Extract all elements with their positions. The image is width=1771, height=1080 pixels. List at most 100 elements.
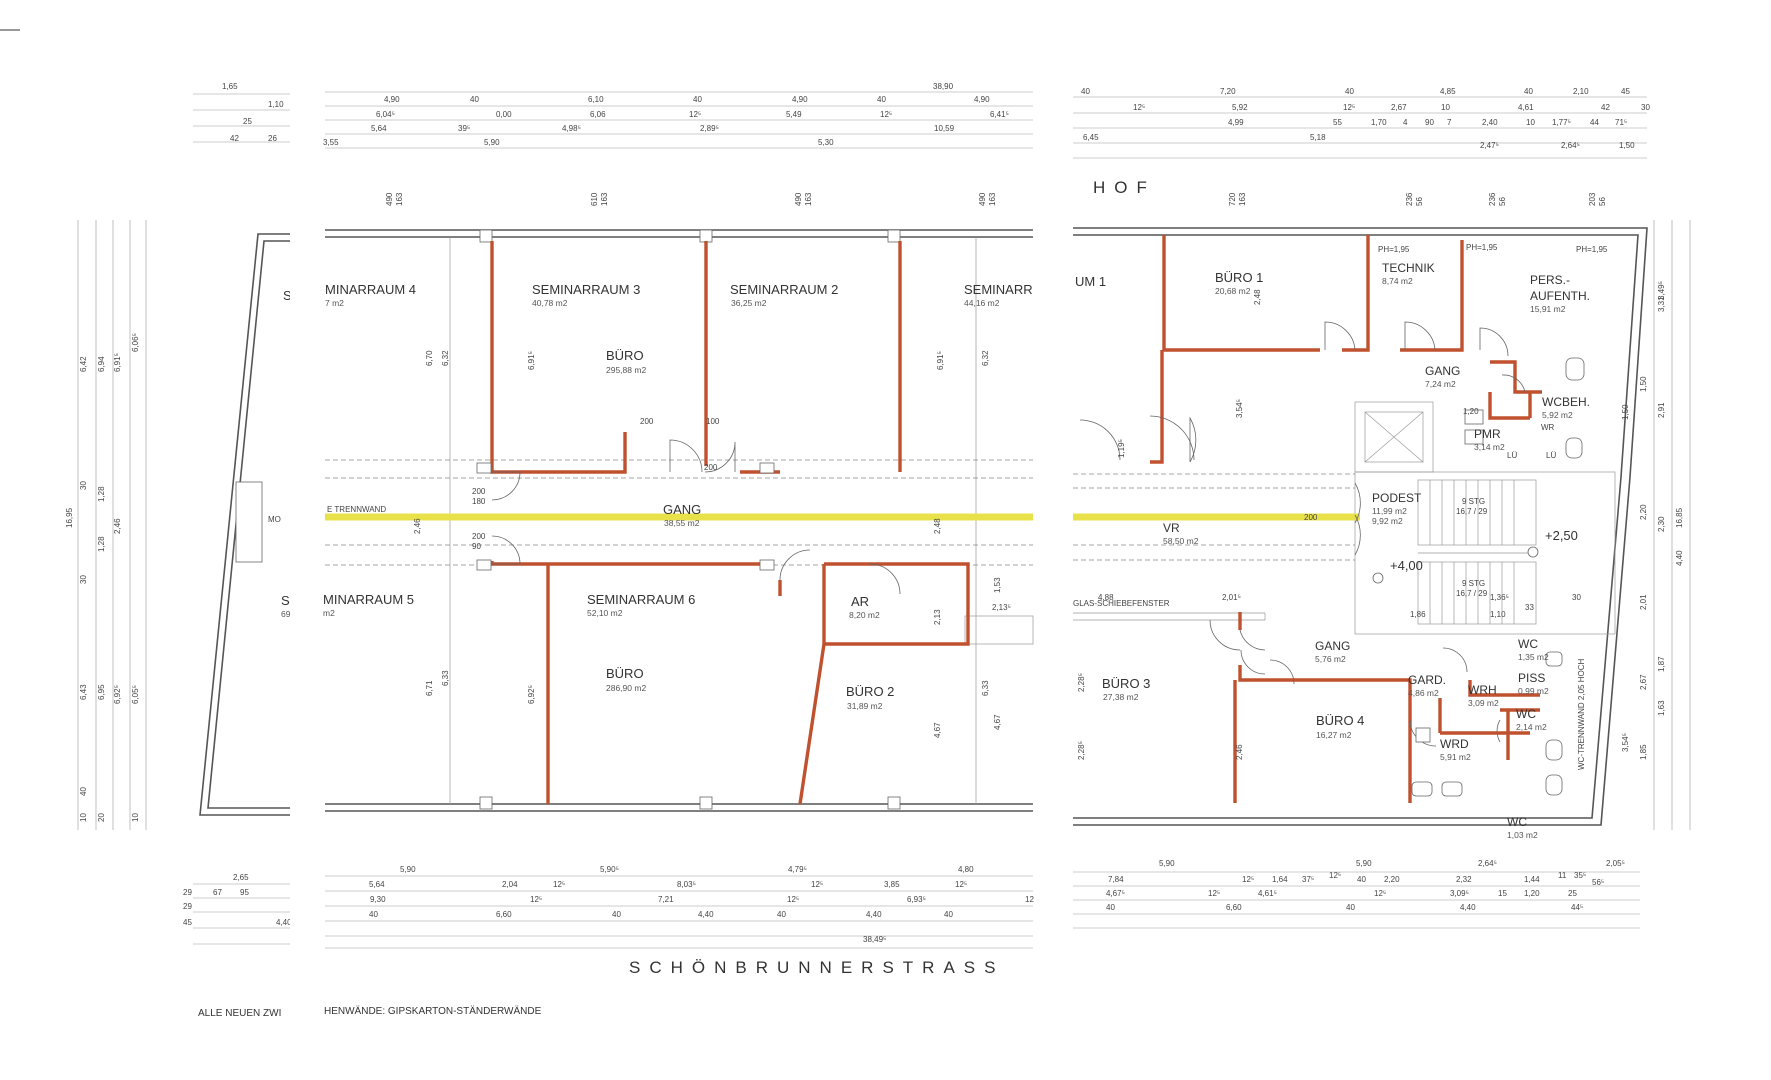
svg-text:4,79⁵: 4,79⁵ bbox=[788, 865, 807, 874]
svg-text:3,49⁵: 3,49⁵ bbox=[1657, 281, 1666, 300]
dims-bottom-left: 2,65 29 67 95 29 45 4,40 bbox=[183, 873, 292, 927]
room-area-wcbeh: 5,92 m2 bbox=[1542, 410, 1573, 420]
svg-text:4,98⁵: 4,98⁵ bbox=[562, 124, 581, 133]
svg-text:12⁵: 12⁵ bbox=[787, 895, 799, 904]
svg-text:2,46: 2,46 bbox=[113, 518, 122, 534]
rooms-middle: MINARRAUM 4 7 m2 SEMINARRAUM 3 40,78 m2 … bbox=[323, 282, 1033, 711]
rooms-right: UM 1 BÜRO 1 20,68 m2 TECHNIK 8,74 m2 PER… bbox=[1075, 261, 1590, 840]
svg-text:2,65: 2,65 bbox=[233, 873, 249, 882]
svg-text:45: 45 bbox=[1621, 87, 1630, 96]
svg-text:6,33: 6,33 bbox=[441, 670, 450, 686]
svg-text:42: 42 bbox=[230, 134, 239, 143]
svg-text:3,85: 3,85 bbox=[884, 880, 900, 889]
svg-text:12: 12 bbox=[1025, 895, 1034, 904]
svg-text:1,50: 1,50 bbox=[1639, 376, 1648, 392]
svg-text:12⁵: 12⁵ bbox=[1242, 875, 1254, 884]
svg-text:56: 56 bbox=[1415, 197, 1424, 206]
wall-opening-dims: 490 163 610 163 490 163 490 163 720 163 … bbox=[385, 192, 1607, 206]
room-area-seminarraum3: 40,78 m2 bbox=[532, 298, 568, 308]
svg-text:4,90: 4,90 bbox=[974, 95, 990, 104]
svg-text:6,43: 6,43 bbox=[79, 684, 88, 700]
courtyard-label: HOF bbox=[1093, 178, 1156, 197]
svg-text:1,20: 1,20 bbox=[1463, 407, 1479, 416]
room-area-wc1: 1,35 m2 bbox=[1518, 652, 1549, 662]
room-area-buero4: 16,27 m2 bbox=[1316, 730, 1352, 740]
svg-text:MO: MO bbox=[268, 515, 281, 524]
svg-text:2,48: 2,48 bbox=[1253, 289, 1262, 305]
new-walls-middle bbox=[490, 241, 970, 805]
svg-text:12⁵: 12⁵ bbox=[1208, 889, 1220, 898]
room-area-pmr: 3,14 m2 bbox=[1474, 442, 1505, 452]
svg-text:2,64⁵: 2,64⁵ bbox=[1561, 141, 1580, 150]
room-name-vr: VR bbox=[1163, 521, 1180, 535]
svg-text:6,60: 6,60 bbox=[496, 910, 512, 919]
svg-text:10: 10 bbox=[1441, 103, 1450, 112]
dims-left-vertical: 16,95 6,42 6,94 6,91⁵ 6,06⁵ 30 1,28 2,46… bbox=[65, 333, 140, 822]
room-area-buero1: 20,68 m2 bbox=[1215, 286, 1251, 296]
svg-text:163: 163 bbox=[1238, 192, 1247, 206]
svg-text:4,90: 4,90 bbox=[384, 95, 400, 104]
svg-text:40: 40 bbox=[944, 910, 953, 919]
svg-text:2,20: 2,20 bbox=[1384, 875, 1400, 884]
room-area-ar: 8,20 m2 bbox=[849, 610, 880, 620]
svg-text:2,05⁵: 2,05⁵ bbox=[1606, 859, 1625, 868]
room-name-buero-bottom: BÜRO bbox=[606, 666, 644, 681]
svg-text:10: 10 bbox=[79, 813, 88, 822]
room-name-gang-r2: GANG bbox=[1315, 639, 1350, 653]
room-name-technik: TECHNIK bbox=[1382, 261, 1435, 275]
svg-text:4,80: 4,80 bbox=[958, 865, 974, 874]
svg-text:6,32: 6,32 bbox=[981, 350, 990, 366]
svg-text:2,46: 2,46 bbox=[413, 518, 422, 534]
svg-text:490: 490 bbox=[385, 192, 394, 206]
svg-text:LÜ: LÜ bbox=[1546, 451, 1556, 460]
room-area-wrd: 5,91 m2 bbox=[1440, 752, 1471, 762]
svg-text:16,95: 16,95 bbox=[65, 507, 74, 528]
svg-text:163: 163 bbox=[988, 192, 997, 206]
room-area-gang-mid: 38,55 m2 bbox=[664, 518, 700, 528]
room-name-wrh: WRH bbox=[1468, 683, 1497, 697]
room-area-buero3: 27,38 m2 bbox=[1103, 692, 1139, 702]
svg-text:2,47⁵: 2,47⁵ bbox=[1480, 141, 1499, 150]
svg-text:3,31: 3,31 bbox=[1657, 296, 1666, 312]
room-name-podest: PODEST bbox=[1372, 491, 1422, 505]
svg-text:10: 10 bbox=[131, 813, 140, 822]
svg-text:12⁵: 12⁵ bbox=[689, 110, 701, 119]
svg-text:200: 200 bbox=[472, 487, 486, 496]
svg-text:4: 4 bbox=[1403, 118, 1408, 127]
room-name-seminarraum4: MINARRAUM 4 bbox=[325, 282, 416, 297]
room-area-pers: 15,91 m2 bbox=[1530, 304, 1566, 314]
svg-text:40: 40 bbox=[612, 910, 621, 919]
svg-text:2,67: 2,67 bbox=[1391, 103, 1407, 112]
street-label: SCHÖNBRUNNERSTRASS bbox=[629, 958, 1004, 977]
svg-text:44⁵: 44⁵ bbox=[1571, 903, 1583, 912]
svg-text:100: 100 bbox=[706, 417, 720, 426]
svg-text:3,54⁵: 3,54⁵ bbox=[1621, 733, 1630, 752]
svg-text:S: S bbox=[281, 593, 290, 608]
svg-text:2,40: 2,40 bbox=[1482, 118, 1498, 127]
svg-text:1,70: 1,70 bbox=[1371, 118, 1387, 127]
svg-text:4,40: 4,40 bbox=[276, 918, 292, 927]
svg-text:44: 44 bbox=[1590, 118, 1599, 127]
svg-text:4,67: 4,67 bbox=[993, 714, 1002, 730]
room-area-gang-r2: 5,76 m2 bbox=[1315, 654, 1346, 664]
svg-text:2,89⁵: 2,89⁵ bbox=[700, 124, 719, 133]
stair-treads bbox=[1417, 479, 1537, 625]
svg-text:1,53: 1,53 bbox=[993, 577, 1002, 593]
svg-text:3,54⁵: 3,54⁵ bbox=[1235, 399, 1244, 418]
svg-text:236: 236 bbox=[1488, 192, 1497, 206]
svg-text:2,91: 2,91 bbox=[1657, 402, 1666, 418]
svg-text:1,65: 1,65 bbox=[222, 82, 238, 91]
wc-wall-label: WC-TRENNWAND 2,05 HOCH bbox=[1577, 659, 1586, 770]
svg-text:12⁵: 12⁵ bbox=[811, 880, 823, 889]
sanitary-fixtures bbox=[1411, 357, 1585, 797]
note-left: ALLE NEUEN ZWI bbox=[198, 1008, 281, 1019]
svg-text:12⁵: 12⁵ bbox=[955, 880, 967, 889]
svg-text:1,44: 1,44 bbox=[1524, 875, 1540, 884]
room-name-pmr: PMR bbox=[1474, 427, 1501, 441]
svg-text:2,67: 2,67 bbox=[1639, 674, 1648, 690]
stair-labels: 9 STG 16,7 / 29 9 STG 16,7 / 29 PH=1,95 … bbox=[1378, 243, 1608, 598]
room-area-seminarraum5: m2 bbox=[323, 608, 335, 618]
svg-text:30: 30 bbox=[1641, 103, 1650, 112]
room-name-seminarraum5: MINARRAUM 5 bbox=[323, 592, 414, 607]
svg-text:40: 40 bbox=[1357, 875, 1366, 884]
